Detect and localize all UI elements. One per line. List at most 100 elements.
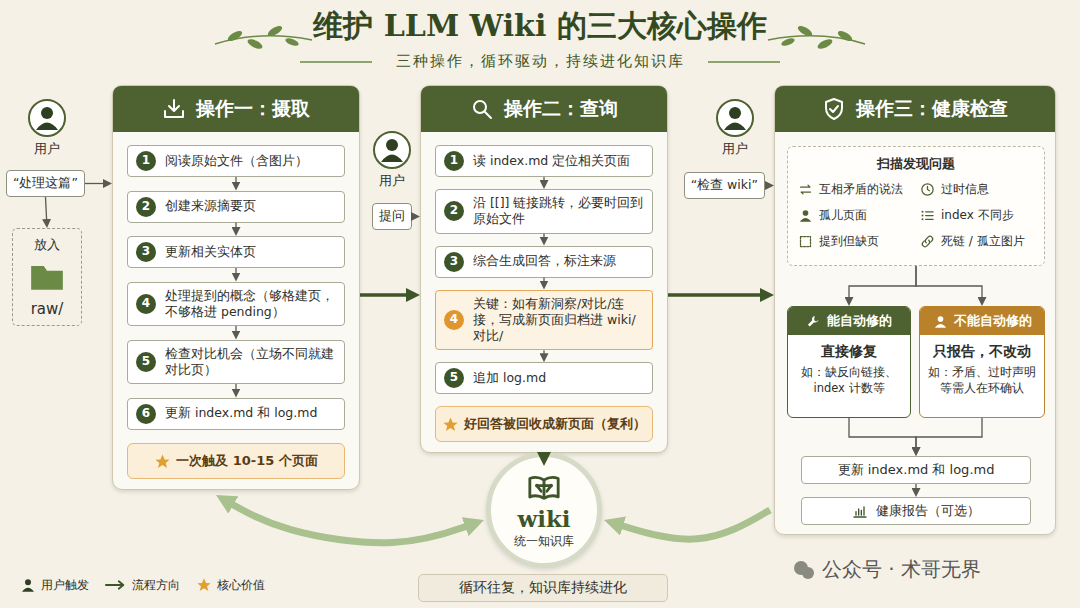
step-number: 4 xyxy=(444,310,464,330)
flow-arrow xyxy=(542,453,546,459)
flow-arrow xyxy=(412,216,416,217)
prompt-text: “检查 wiki” xyxy=(691,177,758,192)
process-step: 1阅读原始文件（含图片） xyxy=(127,145,345,177)
cycle-arrow xyxy=(614,510,770,539)
highlight-text: 好回答被回收成新页面（复利） xyxy=(464,415,646,433)
issue-text: index 不同步 xyxy=(941,207,1014,224)
fix-icon xyxy=(806,314,821,329)
user-label: 用户 xyxy=(722,140,748,158)
issue-item: 孤儿页面 xyxy=(798,207,912,224)
step-text: 关键：如有新洞察/对比/连接，写成新页面归档进 wiki/对比/ xyxy=(473,296,644,345)
step-number: 2 xyxy=(136,197,156,217)
fix-action: 直接修复 xyxy=(821,343,877,361)
watermark: 公众号 · 术哥无界 xyxy=(822,556,981,583)
user-label: 用户 xyxy=(379,172,405,190)
issue-icon xyxy=(798,234,813,249)
user-icon: 用户 xyxy=(370,130,414,190)
flow-arrow xyxy=(849,418,916,452)
book-icon xyxy=(527,470,561,504)
step-number: 4 xyxy=(136,294,156,314)
step-number: 2 xyxy=(444,201,464,221)
legend-entry: 核心价值 xyxy=(196,577,265,594)
legend-symbol xyxy=(105,574,127,596)
legend-text: 用户触发 xyxy=(41,577,89,594)
process-step: 2 沿 [[]] 链接跳转，必要时回到原始文件 xyxy=(435,189,653,234)
fix-box: 能自动修的直接修复如：缺反向链接、index 计数等 xyxy=(787,306,911,418)
issue-text: 互相矛盾的说法 xyxy=(819,181,903,198)
legend-symbol xyxy=(196,577,212,593)
user-label: 用户 xyxy=(34,140,60,158)
diagram-title: 维护 LLM Wiki 的三大核心操作 xyxy=(0,6,1080,47)
step-number: 5 xyxy=(444,368,464,388)
issue-item: 互相矛盾的说法 xyxy=(798,181,912,198)
prompt-box: “检查 wiki” xyxy=(684,172,765,199)
step-number: 3 xyxy=(136,242,156,262)
prompt-box: “处理这篇” xyxy=(6,170,85,197)
flow-arrow xyxy=(85,183,108,184)
star-icon xyxy=(154,453,171,470)
scan-box: 扫描发现问题互相矛盾的说法过时信息孤儿页面index 不同步提到但缺页死链 / … xyxy=(787,146,1045,266)
flow-arrow xyxy=(235,223,236,233)
step-text: 处理提到的概念（够格建页，不够格进 pending） xyxy=(165,288,336,321)
issue-text: 孤儿页面 xyxy=(819,207,867,224)
step-text: 检查对比机会（立场不同就建对比页） xyxy=(165,346,336,379)
process-step: 3更新相关实体页 xyxy=(127,236,345,268)
issue-icon xyxy=(920,208,935,223)
issue-icon xyxy=(798,208,813,223)
flow-arrow xyxy=(543,350,544,358)
issue-text: 过时信息 xyxy=(941,181,989,198)
process-step: 5 检查对比机会（立场不同就建对比页） xyxy=(127,340,345,385)
user-icon: 用户 xyxy=(25,98,69,158)
prompt-text: “处理这篇” xyxy=(13,175,78,190)
cycle-arrow xyxy=(225,500,475,543)
panel-icon xyxy=(162,97,186,121)
step-text: 读 index.md 定位相关页面 xyxy=(473,153,630,169)
wiki-subtitle: 统一知识库 xyxy=(514,533,574,550)
flow-arrow xyxy=(235,268,236,278)
flow-arrow xyxy=(668,293,767,297)
fix-icon xyxy=(933,314,948,329)
flow-arrow xyxy=(765,185,770,186)
flow-arrow xyxy=(543,234,544,242)
wechat-icon xyxy=(792,558,816,586)
panel-body: 1读 index.md 定位相关页面 2 沿 [[]] 链接跳转，必要时回到原始文件… xyxy=(421,132,667,452)
wiki-circle: wiki统一知识库 xyxy=(486,452,602,568)
step-text: 沿 [[]] 链接跳转，必要时回到原始文件 xyxy=(473,195,644,228)
fix-example: 如：缺反向链接、index 计数等 xyxy=(788,365,910,402)
panel-body: 1阅读原始文件（含图片） 2 创建来源摘要页 3更新相关实体页 4 处理提到的概念（够格建… xyxy=(113,132,359,489)
folder-icon xyxy=(28,258,66,296)
process-step: 1读 index.md 定位相关页面 xyxy=(435,145,653,177)
process-step: 3综合生成回答，标注来源 xyxy=(435,246,653,278)
caption-text: 循环往复，知识库持续进化 xyxy=(459,579,627,597)
issue-item: 死链 / 孤立图片 xyxy=(920,233,1034,250)
raw-folder-name: raw/ xyxy=(31,300,64,318)
panel-icon xyxy=(822,97,846,121)
fix-title: 不能自动修的 xyxy=(954,312,1032,330)
legend-entry: 流程方向 xyxy=(105,574,180,596)
legend-symbol xyxy=(20,577,36,593)
issue-item: index 不同步 xyxy=(920,207,1034,224)
user-avatar xyxy=(715,98,755,138)
process-step: 4 关键：如有新洞察/对比/连接，写成新页面归档进 wiki/对比/ xyxy=(435,290,653,351)
flow-arrow xyxy=(916,266,982,302)
fix-header: 不能自动修的 xyxy=(920,307,1044,335)
legend: 用户触发流程方向 核心价值 xyxy=(20,574,265,596)
panel-icon xyxy=(470,97,494,121)
panel-title: 操作二：查询 xyxy=(504,96,618,122)
step-number: 6 xyxy=(136,404,156,424)
panel-header: 操作二：查询 xyxy=(421,86,667,132)
fix-title: 能自动修的 xyxy=(827,312,892,330)
process-step: 2 创建来源摘要页 xyxy=(127,191,345,223)
step-text: 追加 log.md xyxy=(473,370,546,386)
issue-item: 过时信息 xyxy=(920,181,1034,198)
subtitle: 三种操作，循环驱动，持续进化知识库 xyxy=(396,52,685,71)
step-text: 创建来源摘要页 xyxy=(165,198,256,214)
flow-arrow xyxy=(543,278,544,286)
step-number: 5 xyxy=(136,352,156,372)
fix-box: 不能自动修的只报告，不改动如：矛盾、过时声明等需人在环确认 xyxy=(919,306,1045,418)
panel-title: 操作三：健康检查 xyxy=(856,96,1008,122)
legend-text: 核心价值 xyxy=(217,577,265,594)
caption-box: 循环往复，知识库持续进化 xyxy=(418,574,668,602)
step-text: 更新 index.md 和 log.md xyxy=(165,405,317,421)
operation-panel: 操作三：健康检查扫描发现问题互相矛盾的说法过时信息孤儿页面index 不同步提到… xyxy=(774,85,1056,535)
